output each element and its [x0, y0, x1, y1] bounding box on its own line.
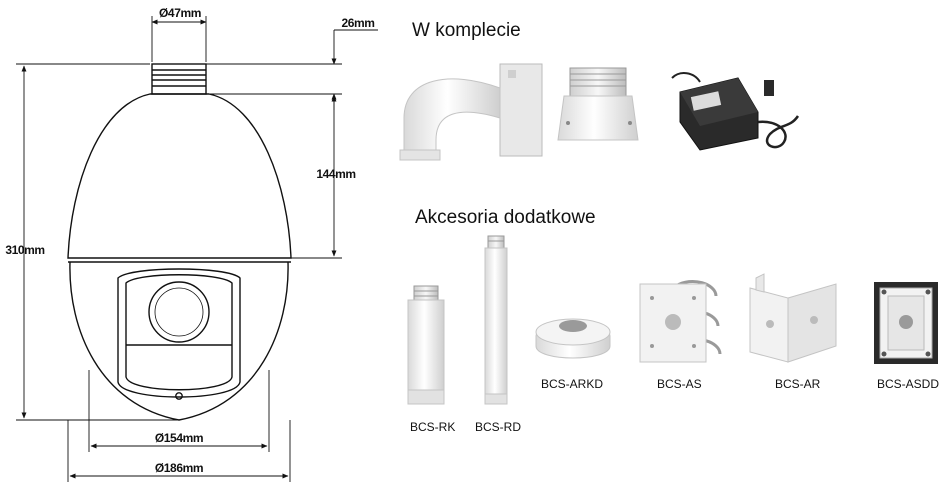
camera-outline-drawing: [67, 63, 292, 421]
dimension-labels: Ø47mm 26mm 144mm 310mm Ø154mm Ø186mm: [5, 6, 375, 475]
dimension-lines: [16, 16, 378, 482]
dome-upper: [67, 93, 292, 259]
wall-mount-arm-icon: [399, 63, 543, 161]
accessory-label-bcs-rk: BCS-RK: [410, 420, 456, 434]
junction-box-icon: [874, 282, 938, 364]
dim-neck-height: 26mm: [341, 16, 374, 30]
accessory-label-bcs-ar: BCS-AR: [775, 377, 821, 391]
camera-lens: [148, 281, 210, 343]
accessories-heading: Akcesoria dodatkowe: [415, 207, 596, 228]
camera-window-frame: [117, 268, 241, 398]
ceiling-mount-icon: [535, 318, 611, 359]
accessory-label-bcs-rd: BCS-RD: [475, 420, 522, 434]
long-pole-icon: [484, 235, 508, 405]
accessory-label-bcs-as: BCS-AS: [657, 377, 702, 391]
dim-window-diameter: Ø154mm: [155, 431, 203, 445]
accessory-label-bcs-arkd: BCS-ARKD: [541, 377, 604, 391]
dim-top-diameter: Ø47mm: [159, 6, 201, 20]
dim-dome-height: 144mm: [316, 167, 355, 181]
included-heading: W komplecie: [412, 20, 521, 41]
short-pole-icon: [407, 285, 445, 405]
corner-mount-bracket-icon: [749, 273, 837, 363]
accessory-label-bcs-asdd: BCS-ASDD: [877, 377, 940, 391]
ir-sensor: [175, 392, 183, 400]
pole-mount-bracket-icon: [639, 280, 722, 363]
dim-total-height: 310mm: [5, 243, 44, 257]
power-adapter-icon: [671, 72, 800, 151]
mount-adapter-icon: [557, 67, 639, 141]
dim-body-diameter: Ø186mm: [155, 461, 203, 475]
mount-neck: [151, 63, 207, 95]
